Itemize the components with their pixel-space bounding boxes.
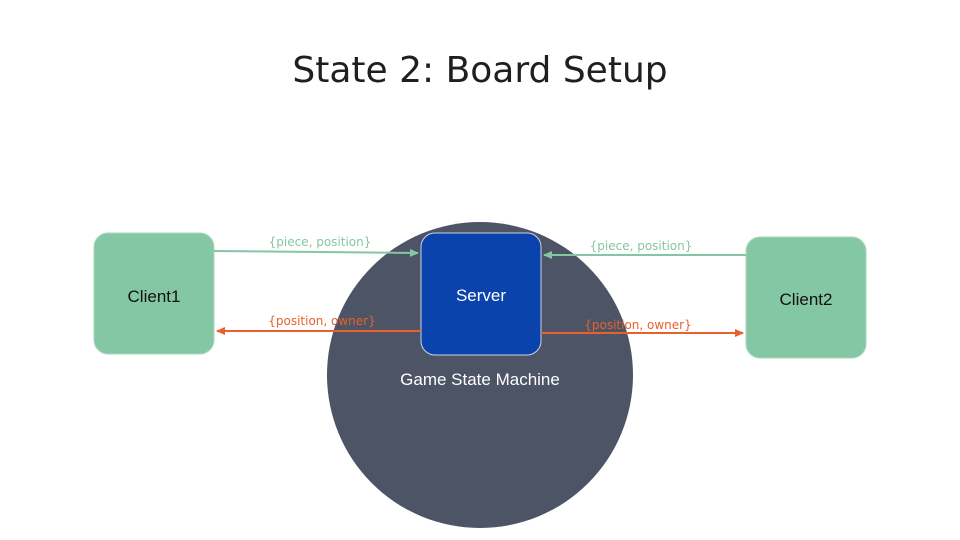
- server-label: Server: [456, 286, 506, 305]
- edge-label-client2-to-server: {piece, position}: [590, 239, 693, 253]
- edge-label-server-to-client1: {position, owner}: [268, 314, 376, 328]
- game-state-machine-node[interactable]: Game State Machine: [327, 222, 633, 528]
- edge-label-server-to-client2: {position, owner}: [584, 318, 692, 332]
- edge-server-to-client1: {position, owner}: [216, 314, 421, 335]
- edge-server-to-client2: {position, owner}: [541, 318, 744, 337]
- client1-label: Client1: [128, 287, 181, 306]
- edge-client1-to-server: {piece, position}: [213, 235, 419, 257]
- client2-label: Client2: [780, 290, 833, 309]
- client2-node[interactable]: Client2: [745, 236, 867, 359]
- game-state-machine-label: Game State Machine: [400, 370, 560, 389]
- slide-title: State 2: Board Setup: [292, 50, 668, 91]
- server-node[interactable]: Server: [420, 232, 542, 356]
- client1-node[interactable]: Client1: [93, 232, 215, 355]
- edge-label-client1-to-server: {piece, position}: [269, 235, 372, 249]
- edge-client2-to-server: {piece, position}: [543, 239, 746, 259]
